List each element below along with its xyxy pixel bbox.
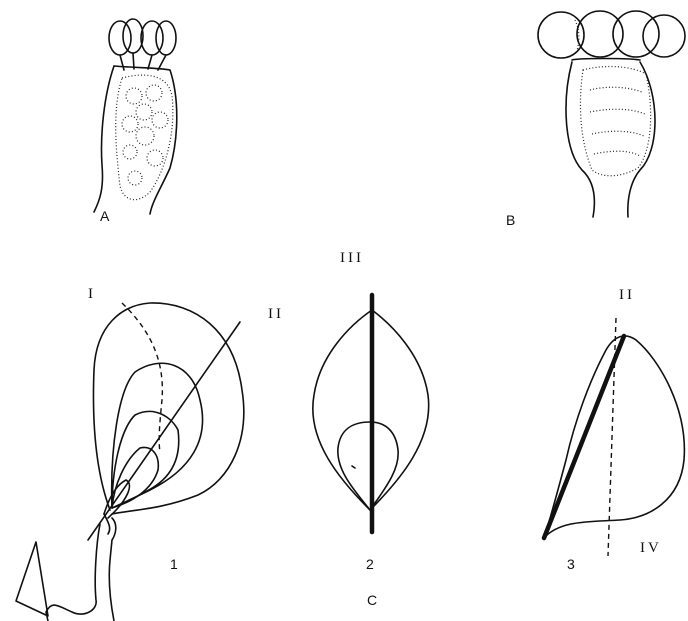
stage-3-label: 3 <box>567 556 575 572</box>
stage-2-drawing: 2 <box>313 295 429 572</box>
speck-mark <box>352 466 355 468</box>
sterigma-stub <box>16 542 48 616</box>
vacuole <box>136 127 154 145</box>
stage-2-label: 2 <box>366 556 374 572</box>
vacuole <box>147 150 163 166</box>
dashed-growth-line <box>122 303 162 452</box>
plane-ii-left-label: II <box>268 306 284 322</box>
panel-a-basidium: A <box>94 19 177 224</box>
basidium-a-right-wall <box>114 66 177 214</box>
vacuole <box>122 116 138 132</box>
basidium-b-left-wall <box>566 62 594 217</box>
cytoplasm-b-texture <box>590 87 645 156</box>
sterigma-base-b <box>572 59 640 61</box>
spore-a2 <box>123 19 143 53</box>
spore-outline-small <box>112 411 179 508</box>
basidium-a-left-wall <box>94 66 114 212</box>
spore-outline-large <box>93 303 243 514</box>
panel-b-basidium: B <box>506 11 685 228</box>
vacuole <box>123 145 137 159</box>
stage-3-drawing: 3 <box>544 318 684 572</box>
panel-c-label: C <box>367 592 377 608</box>
stage-1-label: 1 <box>170 556 178 572</box>
vacuole <box>126 88 142 104</box>
stalk-lines <box>46 514 116 621</box>
plane-iii-label: III <box>340 250 364 266</box>
panel-a-label: A <box>100 208 110 224</box>
plane-i-label: I <box>88 286 96 302</box>
vacuole <box>136 104 152 120</box>
vacuole <box>146 85 162 101</box>
spore-outline-smaller <box>112 447 158 508</box>
plane-ii-right-label: II <box>619 287 635 303</box>
cytoplasm-b <box>580 67 650 176</box>
basidium-b-right-wall <box>628 62 655 217</box>
vacuole <box>152 112 168 128</box>
axis-ii-line <box>88 322 240 540</box>
spore-outline-2-small <box>338 422 398 510</box>
spore-b4 <box>643 15 685 57</box>
spore-a4 <box>156 21 176 55</box>
vacuole <box>128 171 142 185</box>
panel-b-label: B <box>506 212 515 228</box>
stage-1-drawing: 1 <box>16 303 244 621</box>
plane-iv-label: IV <box>640 540 662 556</box>
